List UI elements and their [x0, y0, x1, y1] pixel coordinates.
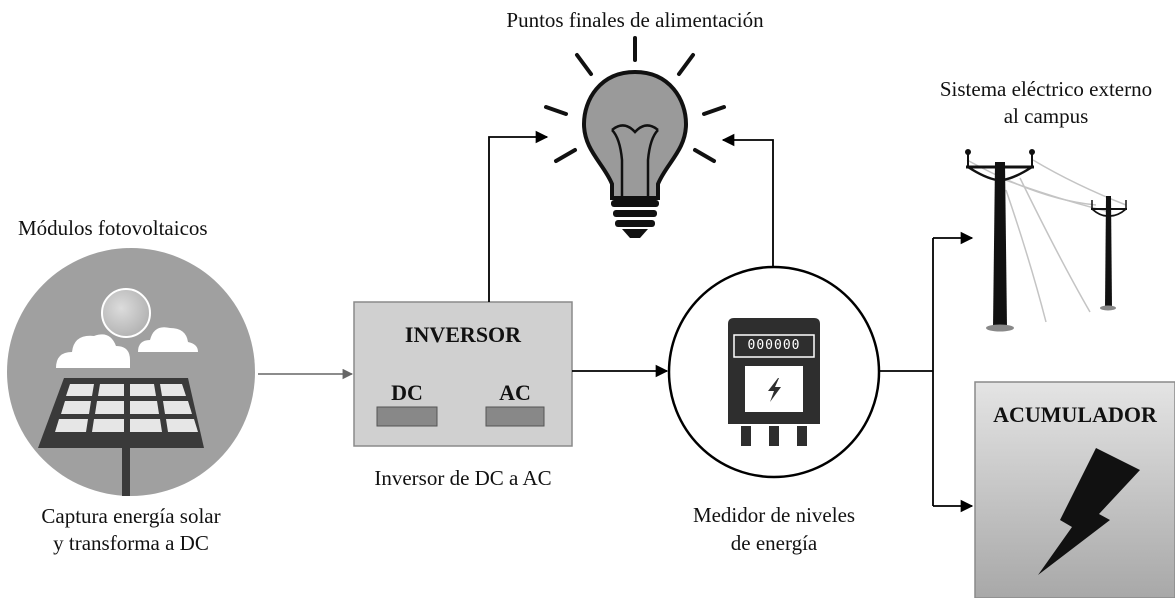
meter-display: 000000 [747, 338, 801, 353]
inverter-title: INVERSOR [404, 322, 522, 347]
battery-title: ACUMULADOR [993, 402, 1157, 427]
pv-caption-line1: Captura energía solar [41, 504, 221, 528]
energy-meter-icon [667, 265, 881, 479]
ac-label: AC [499, 380, 531, 405]
pv-caption-line2: y transforma a DC [53, 531, 209, 555]
pv-title: Módulos fotovoltaicos [18, 216, 208, 240]
light-bulb-icon [544, 36, 726, 238]
dc-port [376, 406, 438, 427]
dc-label: DC [391, 380, 423, 405]
inverter-box [353, 301, 573, 447]
ac-port [485, 406, 545, 427]
lightning-icon [768, 378, 781, 402]
meter-to-bulb-arrow [721, 133, 774, 277]
pv-panel [38, 378, 204, 496]
lightning-bolt-icon [1038, 448, 1140, 575]
meter-caption-line1: Medidor de niveles [692, 503, 856, 527]
meter-caption-line2: de energía [730, 531, 818, 555]
grid-title-line2: al campus [1003, 104, 1089, 128]
cloud-icon [56, 327, 198, 368]
grid-title-line1: Sistema eléctrico externo [939, 77, 1153, 101]
inverter-caption: Inversor de DC a AC [374, 466, 552, 490]
sun-icon [101, 288, 151, 338]
battery-box [974, 381, 1175, 598]
solar-panel-icon [7, 248, 255, 496]
pv-circle [7, 248, 255, 496]
power-pole-icon [965, 149, 1127, 332]
inverter-to-bulb-arrow [488, 130, 549, 302]
bulb-title: Puntos finales de alimentación [506, 8, 764, 32]
